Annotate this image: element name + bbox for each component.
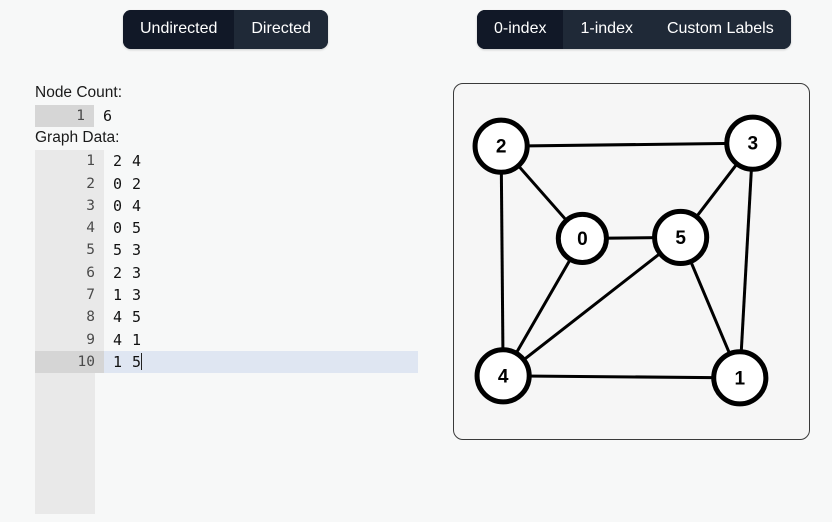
toggle-1-index[interactable]: 1-index xyxy=(563,10,650,49)
toggle-directed[interactable]: Directed xyxy=(234,10,328,49)
code-line[interactable]: 5 5 3 xyxy=(35,239,418,262)
graph-edge xyxy=(738,143,755,378)
graph-data-input[interactable]: 1 2 4 2 0 2 3 0 4 4 0 5 5 5 3 6 2 3 7 1 … xyxy=(35,150,418,515)
line-text[interactable]: 5 3 xyxy=(113,241,142,260)
graph-node-3[interactable]: 3 xyxy=(724,114,782,172)
graph-node-circle[interactable] xyxy=(472,117,530,175)
graph-node-label: 2 xyxy=(496,137,507,158)
line-number: 10 xyxy=(35,350,104,374)
graph-node-circle[interactable] xyxy=(724,114,782,172)
code-line[interactable]: 1 6 xyxy=(35,105,418,128)
code-line[interactable]: 6 2 3 xyxy=(35,261,418,285)
line-text[interactable]: 6 xyxy=(103,107,113,125)
graph-node-0[interactable]: 0 xyxy=(555,211,609,266)
line-text[interactable]: 2 4 xyxy=(113,152,142,171)
line-number: 1 xyxy=(35,150,104,173)
graph-edge xyxy=(499,146,505,376)
graph-node-label: 0 xyxy=(577,229,588,250)
line-number: 9 xyxy=(35,328,104,351)
node-count-label: Node Count: xyxy=(35,84,123,101)
line-text[interactable]: 2 3 xyxy=(113,263,142,282)
graph-visualization-panel[interactable]: 0 1 2 3 4 5 xyxy=(453,83,810,440)
toggle-custom-labels[interactable]: Custom Labels xyxy=(649,10,791,49)
graph-node-label: 5 xyxy=(675,228,686,249)
code-line[interactable]: 7 1 3 xyxy=(35,284,418,307)
graph-edge xyxy=(501,141,753,148)
edge-layer xyxy=(499,141,755,380)
graph-node-4[interactable]: 4 xyxy=(474,347,532,405)
code-line[interactable]: 2 0 2 xyxy=(35,172,418,195)
graph-node-label: 3 xyxy=(748,134,759,155)
line-number: 4 xyxy=(35,217,104,240)
graph-node-1[interactable]: 1 xyxy=(711,349,769,407)
toggle-0-index[interactable]: 0-index xyxy=(477,10,564,49)
toggle-undirected[interactable]: Undirected xyxy=(123,10,235,49)
line-text[interactable]: 1 5 xyxy=(104,350,418,374)
line-number: 6 xyxy=(35,261,104,285)
line-text[interactable]: 4 5 xyxy=(113,308,142,327)
line-text-value: 1 5 xyxy=(113,352,142,371)
code-line-active[interactable]: 10 1 5 xyxy=(35,350,418,374)
graph-node-5[interactable]: 5 xyxy=(652,208,710,267)
text-caret xyxy=(140,352,142,370)
line-text[interactable]: 4 1 xyxy=(113,330,142,349)
line-text[interactable]: 0 2 xyxy=(113,174,142,193)
graph-node-circle[interactable] xyxy=(652,208,710,267)
editor-empty-area[interactable] xyxy=(35,373,418,515)
line-text[interactable]: 1 3 xyxy=(113,286,142,305)
code-line[interactable]: 4 0 5 xyxy=(35,217,418,240)
graph-edge xyxy=(502,236,682,378)
line-number: 8 xyxy=(35,306,104,329)
code-line[interactable]: 1 2 4 xyxy=(35,150,418,173)
line-text[interactable]: 0 5 xyxy=(113,219,142,238)
line-text[interactable]: 0 4 xyxy=(113,196,142,215)
line-number: 3 xyxy=(35,194,104,218)
line-number: 5 xyxy=(35,239,104,262)
graph-canvas[interactable]: 0 1 2 3 4 5 xyxy=(454,84,809,439)
graph-node-label: 1 xyxy=(735,368,746,389)
graph-direction-mode-group[interactable]: Undirected Directed xyxy=(123,10,328,49)
graph-data-label: Graph Data: xyxy=(35,129,120,147)
code-line[interactable]: 8 4 5 xyxy=(35,306,418,329)
line-number: 1 xyxy=(35,105,94,128)
code-line[interactable]: 3 0 4 xyxy=(35,194,418,218)
node-count-input[interactable]: 1 6 xyxy=(35,105,418,128)
graph-node-circle[interactable] xyxy=(555,211,609,266)
code-line[interactable]: 9 4 1 xyxy=(35,328,418,351)
gutter-filler xyxy=(35,373,95,515)
line-number: 7 xyxy=(35,284,104,307)
node-label-mode-group[interactable]: 0-index 1-index Custom Labels xyxy=(477,10,791,49)
editor-column: Node Count: 1 6 Graph Data: 1 2 4 2 0 2 … xyxy=(35,82,418,515)
graph-node-circle[interactable] xyxy=(711,349,769,407)
graph-node-label: 4 xyxy=(498,366,509,387)
graph-node-2[interactable]: 2 xyxy=(472,117,530,175)
line-number: 2 xyxy=(35,172,104,195)
graph-node-circle[interactable] xyxy=(474,347,532,405)
node-layer: 0 1 2 3 4 5 xyxy=(472,114,782,407)
text-filler[interactable] xyxy=(95,373,418,515)
graph-edge xyxy=(503,374,740,380)
